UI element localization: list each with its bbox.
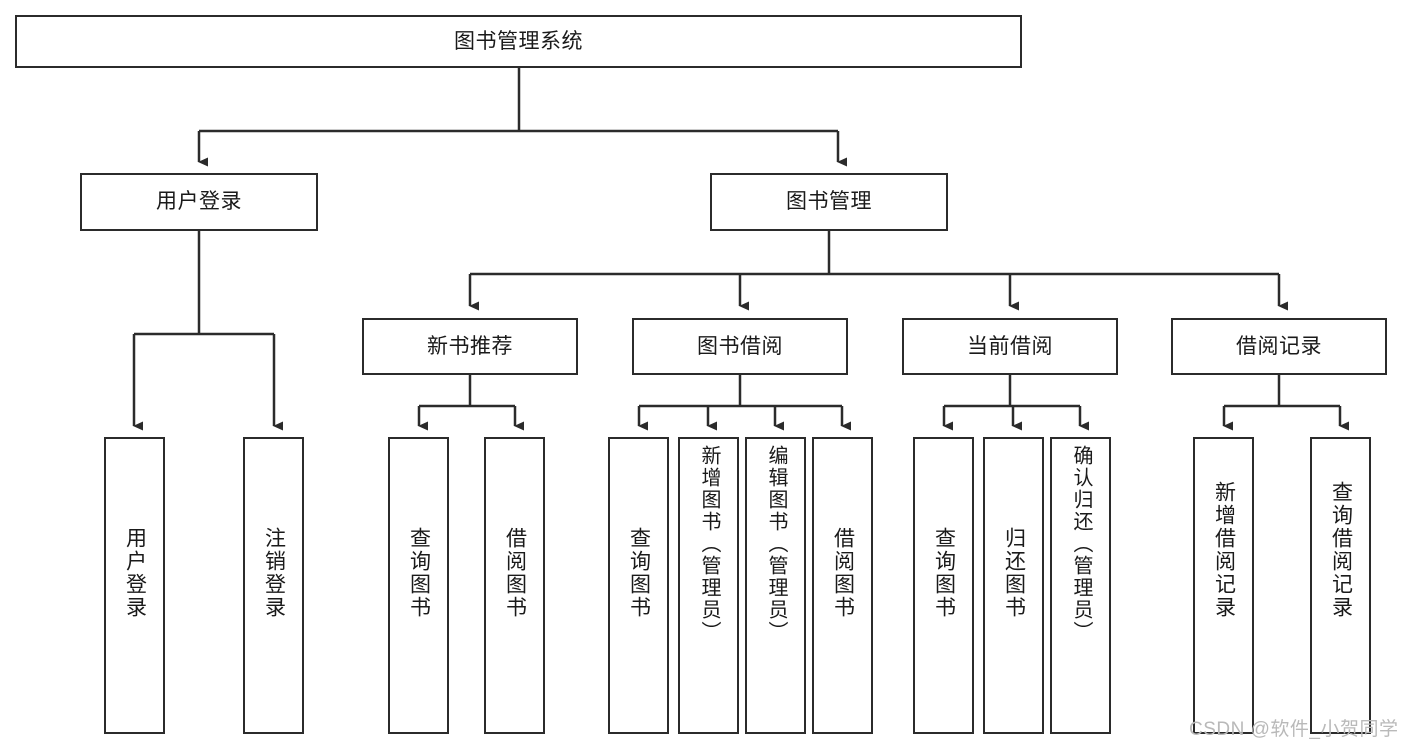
watermark-text: CSDN @软件_小贺同学 (1189, 719, 1399, 740)
node-leaf-query-book-2-label: 查询图书 (627, 527, 651, 619)
node-leaf-query-book-1[interactable]: 查询图书 (388, 437, 449, 734)
node-root-label: 图书管理系统 (454, 29, 583, 53)
node-leaf-confirm-return-label: 确认归还（管理员） (1070, 445, 1092, 643)
node-leaf-user-login-label: 用户登录 (123, 527, 147, 619)
node-book-manage[interactable]: 图书管理 (710, 173, 948, 231)
node-leaf-return-book[interactable]: 归还图书 (983, 437, 1044, 734)
node-leaf-add-record[interactable]: 新增借阅记录 (1193, 437, 1254, 734)
node-leaf-borrow-book-2[interactable]: 借阅图书 (812, 437, 873, 734)
node-leaf-confirm-return[interactable]: 确认归还（管理员） (1050, 437, 1111, 734)
node-leaf-add-record-label: 新增借阅记录 (1212, 481, 1236, 619)
node-leaf-user-logout[interactable]: 注销登录 (243, 437, 304, 734)
node-new-book-recommend-label: 新书推荐 (427, 334, 513, 358)
node-leaf-user-logout-label: 注销登录 (262, 527, 286, 619)
node-borrow-record[interactable]: 借阅记录 (1171, 318, 1387, 375)
node-leaf-query-book-3[interactable]: 查询图书 (913, 437, 974, 734)
node-leaf-borrow-book-1-label: 借阅图书 (503, 527, 527, 619)
node-leaf-query-book-1-label: 查询图书 (407, 527, 431, 619)
node-borrow-record-label: 借阅记录 (1236, 334, 1322, 358)
node-user-login[interactable]: 用户登录 (80, 173, 318, 231)
node-leaf-borrow-book-1[interactable]: 借阅图书 (484, 437, 545, 734)
node-book-manage-label: 图书管理 (786, 190, 872, 214)
node-leaf-query-book-2[interactable]: 查询图书 (608, 437, 669, 734)
node-current-borrow[interactable]: 当前借阅 (902, 318, 1118, 375)
node-current-borrow-label: 当前借阅 (967, 334, 1053, 358)
node-leaf-return-book-label: 归还图书 (1002, 527, 1026, 619)
node-new-book-recommend[interactable]: 新书推荐 (362, 318, 578, 375)
node-leaf-add-book[interactable]: 新增图书（管理员） (678, 437, 739, 734)
node-book-borrow-label: 图书借阅 (697, 334, 783, 358)
node-user-login-label: 用户登录 (156, 190, 242, 214)
node-leaf-edit-book[interactable]: 编辑图书（管理员） (745, 437, 806, 734)
node-leaf-user-login[interactable]: 用户登录 (104, 437, 165, 734)
node-leaf-query-record[interactable]: 查询借阅记录 (1310, 437, 1371, 734)
node-root[interactable]: 图书管理系统 (15, 15, 1022, 68)
node-leaf-edit-book-label: 编辑图书（管理员） (765, 445, 787, 643)
node-leaf-query-record-label: 查询借阅记录 (1329, 481, 1353, 619)
node-leaf-add-book-label: 新增图书（管理员） (698, 445, 720, 643)
node-book-borrow[interactable]: 图书借阅 (632, 318, 848, 375)
node-leaf-query-book-3-label: 查询图书 (932, 527, 956, 619)
node-leaf-borrow-book-2-label: 借阅图书 (831, 527, 855, 619)
